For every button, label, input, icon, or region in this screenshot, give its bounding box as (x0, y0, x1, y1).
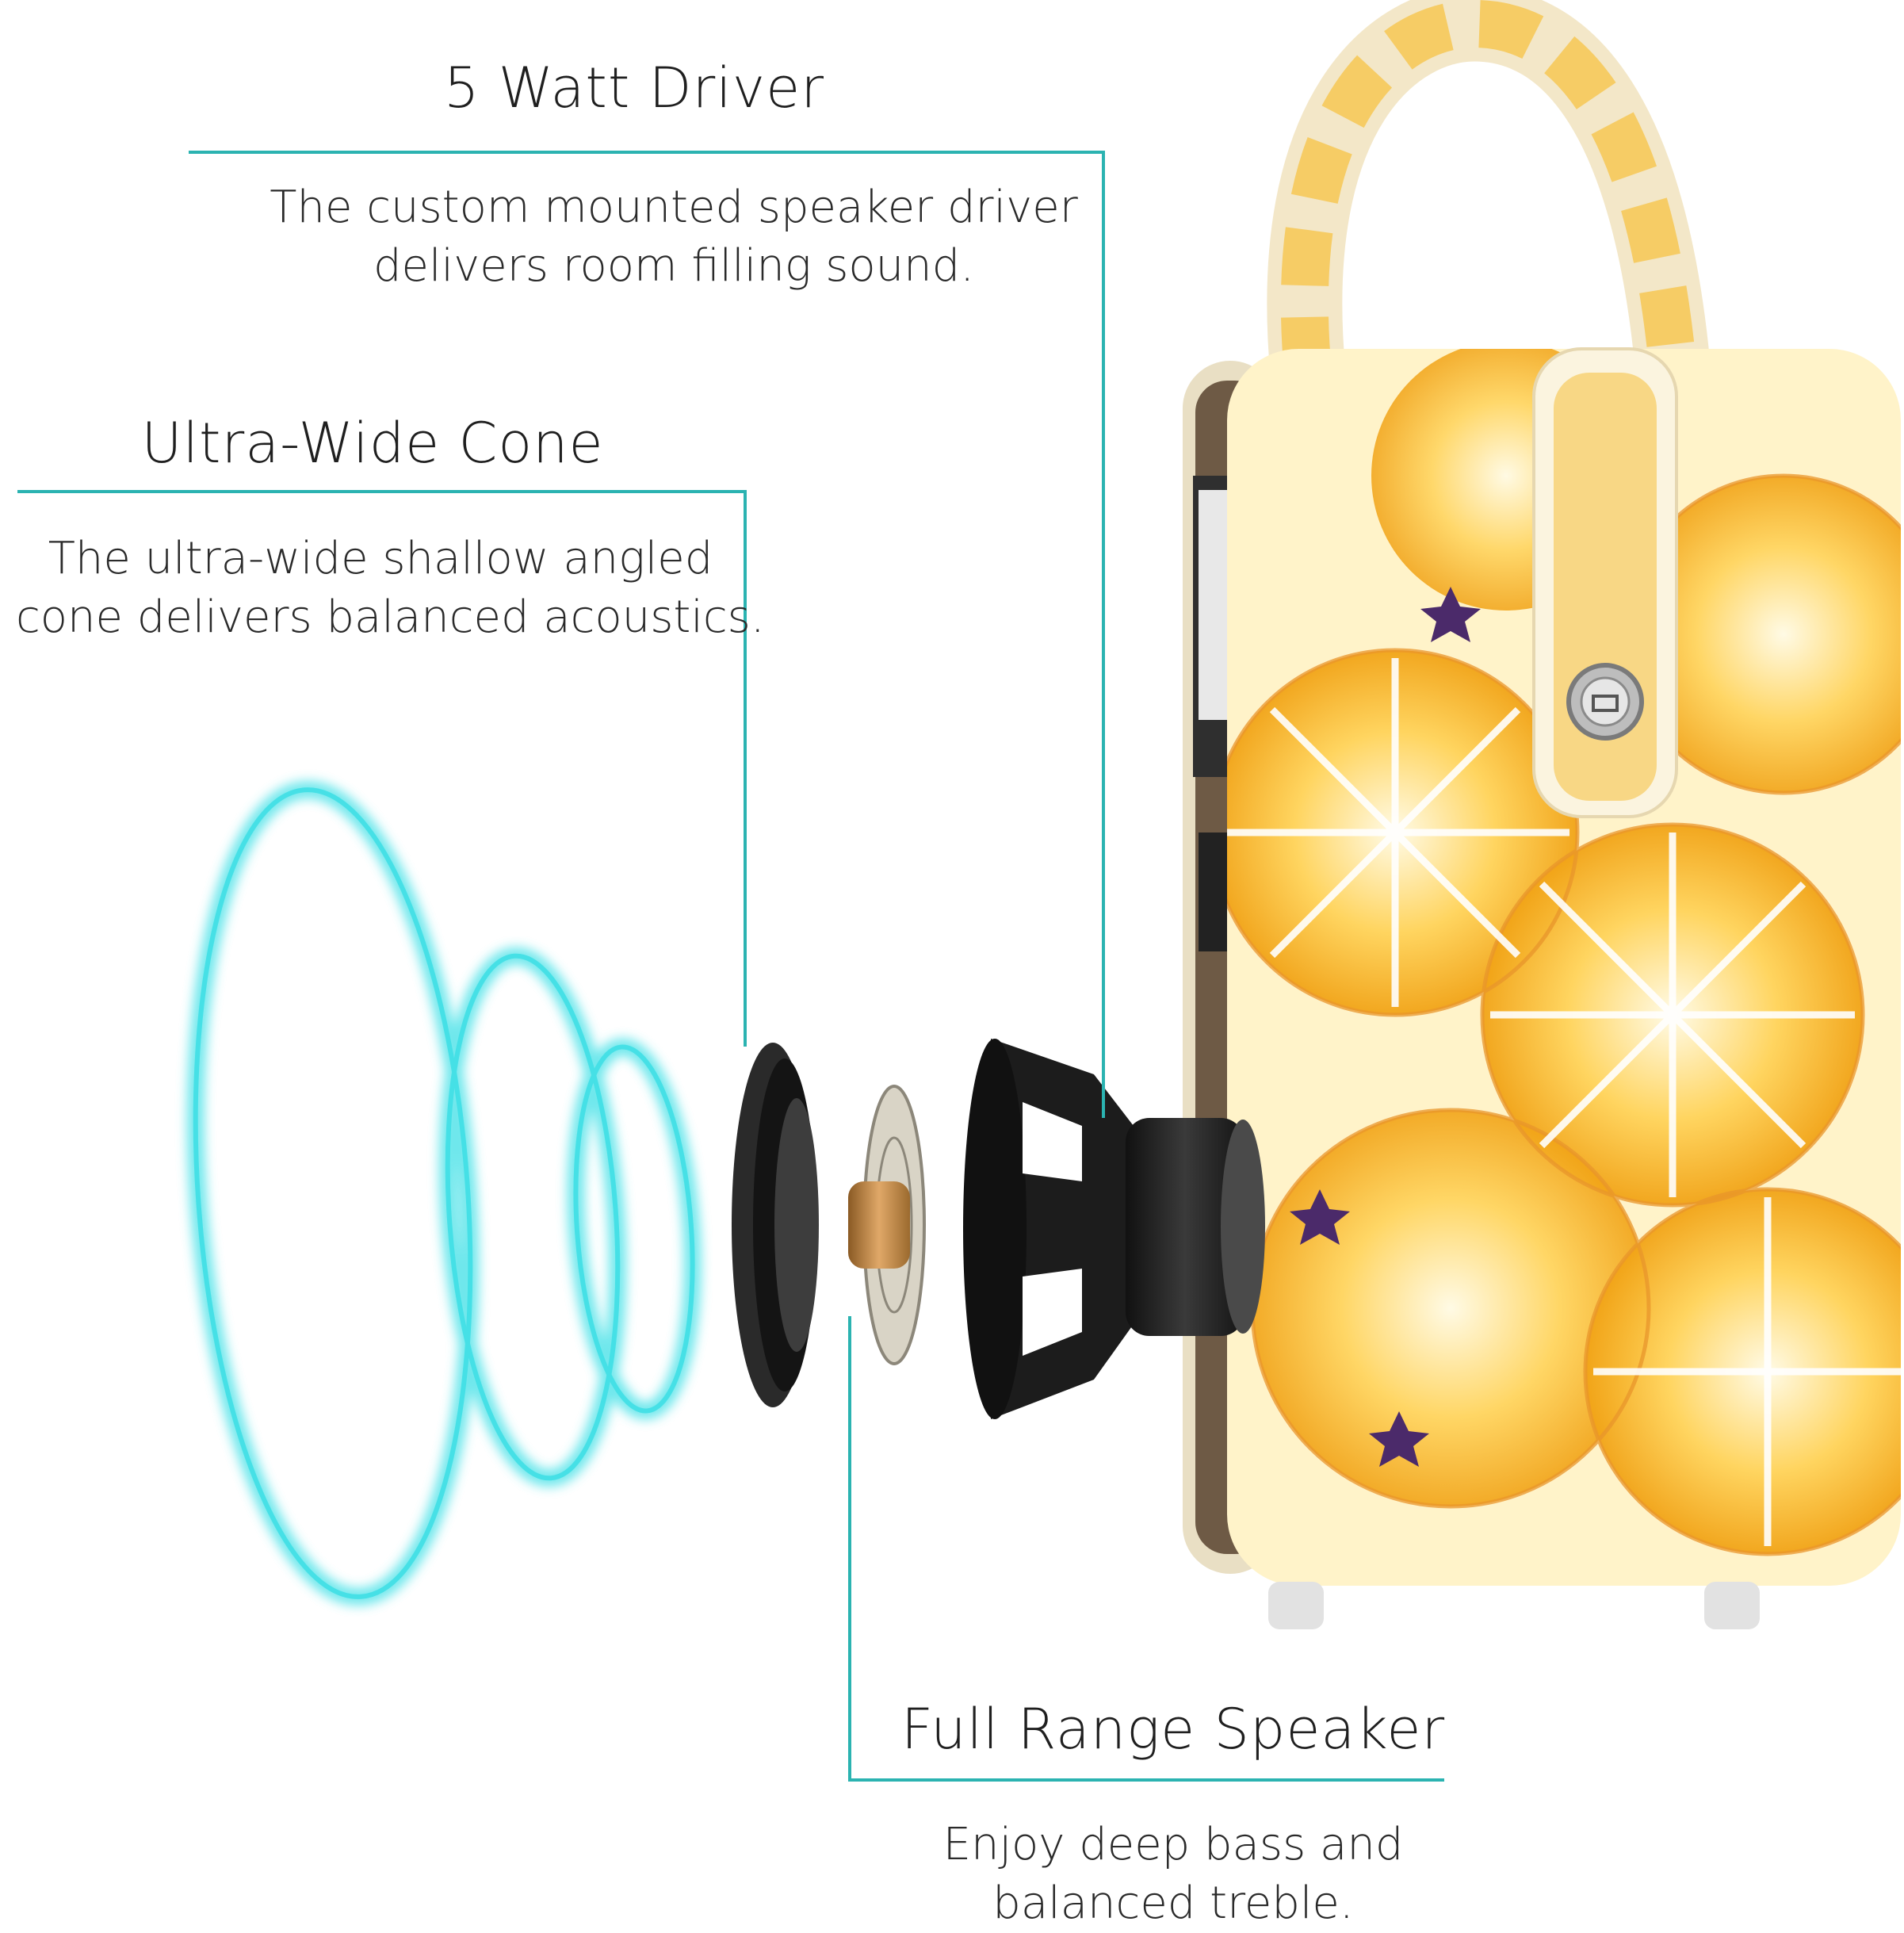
leader-line-cone (17, 490, 747, 1047)
cone-callout-description: The ultra-wide shallow angled cone deliv… (16, 530, 765, 647)
lock-icon (1566, 663, 1644, 741)
driver-callout-title: 5 Watt Driver (444, 56, 824, 121)
speaker-callout-description: Enjoy deep bass and balanced treble. (856, 1816, 1490, 1933)
driver-description-line-1: The custom mounted speaker driver (270, 182, 1078, 233)
cone-description-line-2: cone delivers balanced acoustics. (16, 591, 765, 643)
speaker-cabinet (1183, 0, 1901, 1629)
driver-callout-description: The custom mounted speaker driver delive… (238, 178, 1110, 296)
sound-wave-icon (186, 781, 702, 1606)
leader-line-speaker (848, 1316, 1444, 1782)
speaker-description-line-1: Enjoy deep bass and (942, 1819, 1404, 1870)
driver-description-line-2: delivers room filling sound. (373, 240, 974, 292)
speaker-driver-icon (732, 1039, 1265, 1419)
speaker-callout-title: Full Range Speaker (900, 1697, 1446, 1762)
speaker-description-line-2: balanced treble. (992, 1877, 1354, 1929)
leader-lines (17, 151, 1444, 1782)
cone-callout-title: Ultra-Wide Cone (141, 411, 604, 476)
leader-line-driver (189, 151, 1105, 1118)
cone-description-line-1: The ultra-wide shallow angled (48, 533, 713, 584)
